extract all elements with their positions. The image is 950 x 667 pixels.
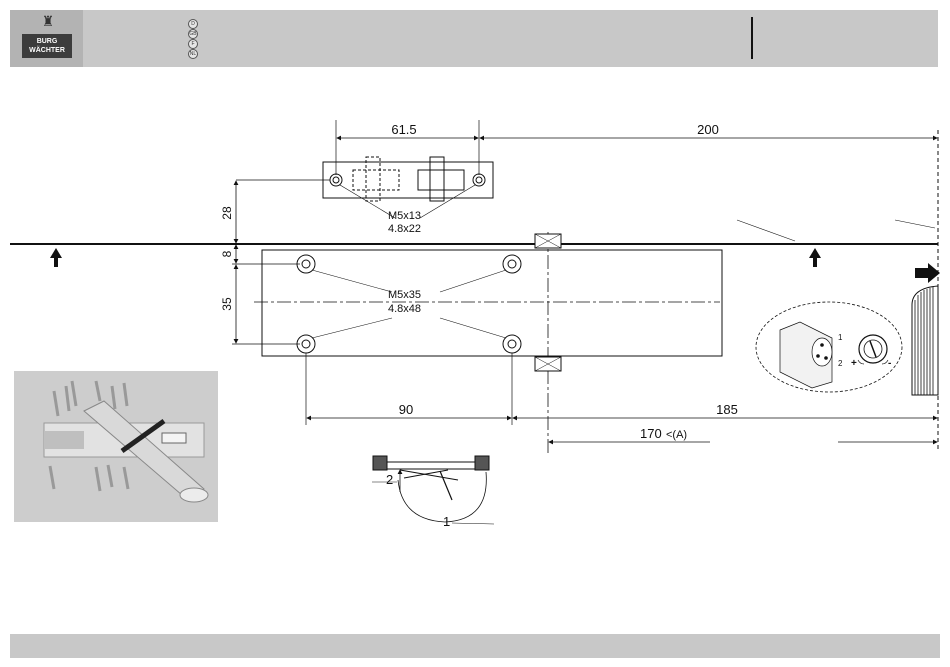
mounting-plate: [323, 162, 493, 198]
door-profile: [912, 286, 938, 395]
closer-body: [262, 250, 722, 356]
screw-body-line2: 4.8x48: [388, 303, 421, 315]
minus-sign: -: [888, 358, 891, 369]
detail-block-right: [475, 456, 489, 470]
screw-plate-line2: 4.8x22: [388, 223, 421, 235]
detail-label-1: 1: [443, 514, 450, 529]
footer-bar: [10, 634, 940, 658]
dim-label-35: 35: [220, 297, 234, 311]
screw-plate-line1: M5x13: [388, 210, 421, 222]
screw-body-line1: M5x35: [388, 289, 421, 301]
dim-label-8: 8: [220, 250, 234, 257]
dim-label-90: 90: [399, 402, 413, 417]
detail-block-left: [373, 456, 387, 470]
arrow-up-right-icon: [809, 248, 821, 267]
arrow-up-left-icon: [50, 248, 62, 267]
valve-label-2: 2: [838, 359, 843, 368]
arrow-right-icon: [915, 263, 940, 283]
dim-label-61-5: 61.5: [391, 122, 416, 137]
dim-label-200: 200: [697, 122, 719, 137]
dim-label-170-note: <(A): [666, 429, 687, 441]
dim-label-185: 185: [716, 402, 738, 417]
dim-label-170: 170: [640, 426, 662, 441]
plus-sign: +: [851, 358, 857, 369]
valve-label-1: 1: [838, 333, 843, 342]
dim-label-28: 28: [220, 206, 234, 220]
detail-label-2: 2: [386, 472, 393, 487]
